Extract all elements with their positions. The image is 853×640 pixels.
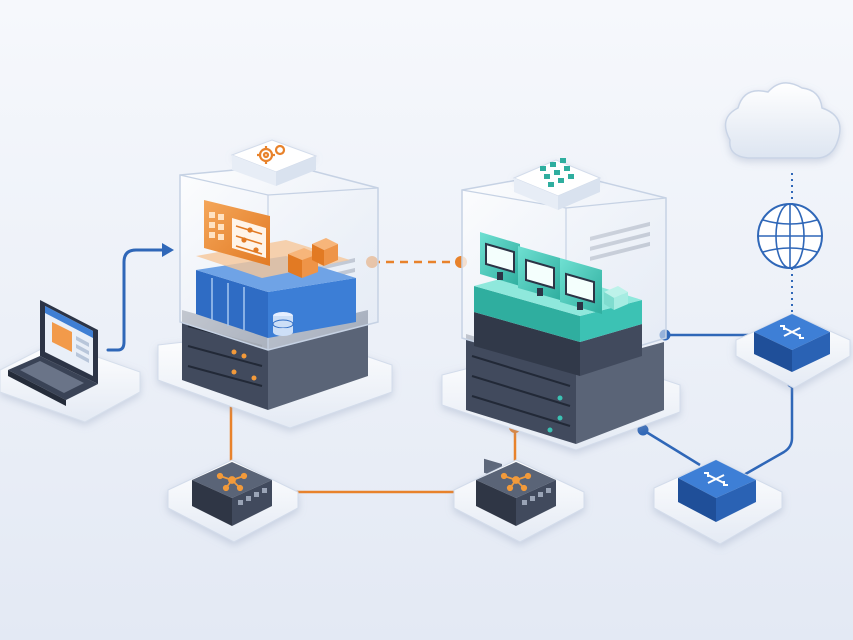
router-bottom-right-node[interactable]: [653, 459, 783, 545]
boxes-icon: [288, 238, 338, 278]
laptop-icon: [8, 300, 98, 406]
control-panel-icon: [209, 212, 266, 258]
grid-badge: [512, 158, 602, 210]
link-server-right-router-bottom: [642, 428, 701, 467]
link-endpoint: [637, 424, 649, 436]
switch-middle-node[interactable]: [453, 459, 585, 543]
rack-lights: [231, 349, 257, 381]
grid-icon: [540, 158, 574, 187]
monitor-icon: [560, 258, 602, 314]
cloud-icon: [724, 82, 841, 159]
laptop-node[interactable]: [0, 300, 141, 423]
server-right-node[interactable]: [441, 158, 681, 492]
router-arrows-icon: [704, 472, 728, 486]
network-hub-icon: [500, 472, 532, 492]
server-left-node[interactable]: [157, 139, 393, 429]
monitor-icon: [518, 246, 560, 300]
router-top-right-node[interactable]: [735, 313, 851, 389]
gear-icon: [257, 144, 286, 164]
router-arrows-icon: [780, 325, 804, 339]
rack-slots: [471, 355, 571, 427]
switch-left-node[interactable]: [167, 459, 299, 543]
link-laptop-server-left: [106, 248, 170, 352]
arrowhead-icon: [162, 243, 174, 257]
app-layer: [196, 200, 350, 278]
link-router-bottom-router-top: [741, 383, 794, 478]
monitor-icon: [480, 232, 520, 286]
network-hub-icon: [216, 472, 248, 492]
rack-lights: [547, 395, 563, 433]
vm-layer: [474, 232, 642, 342]
gear-badge: [230, 139, 318, 186]
database-icon: [272, 312, 294, 336]
globe-icon: [757, 203, 823, 269]
